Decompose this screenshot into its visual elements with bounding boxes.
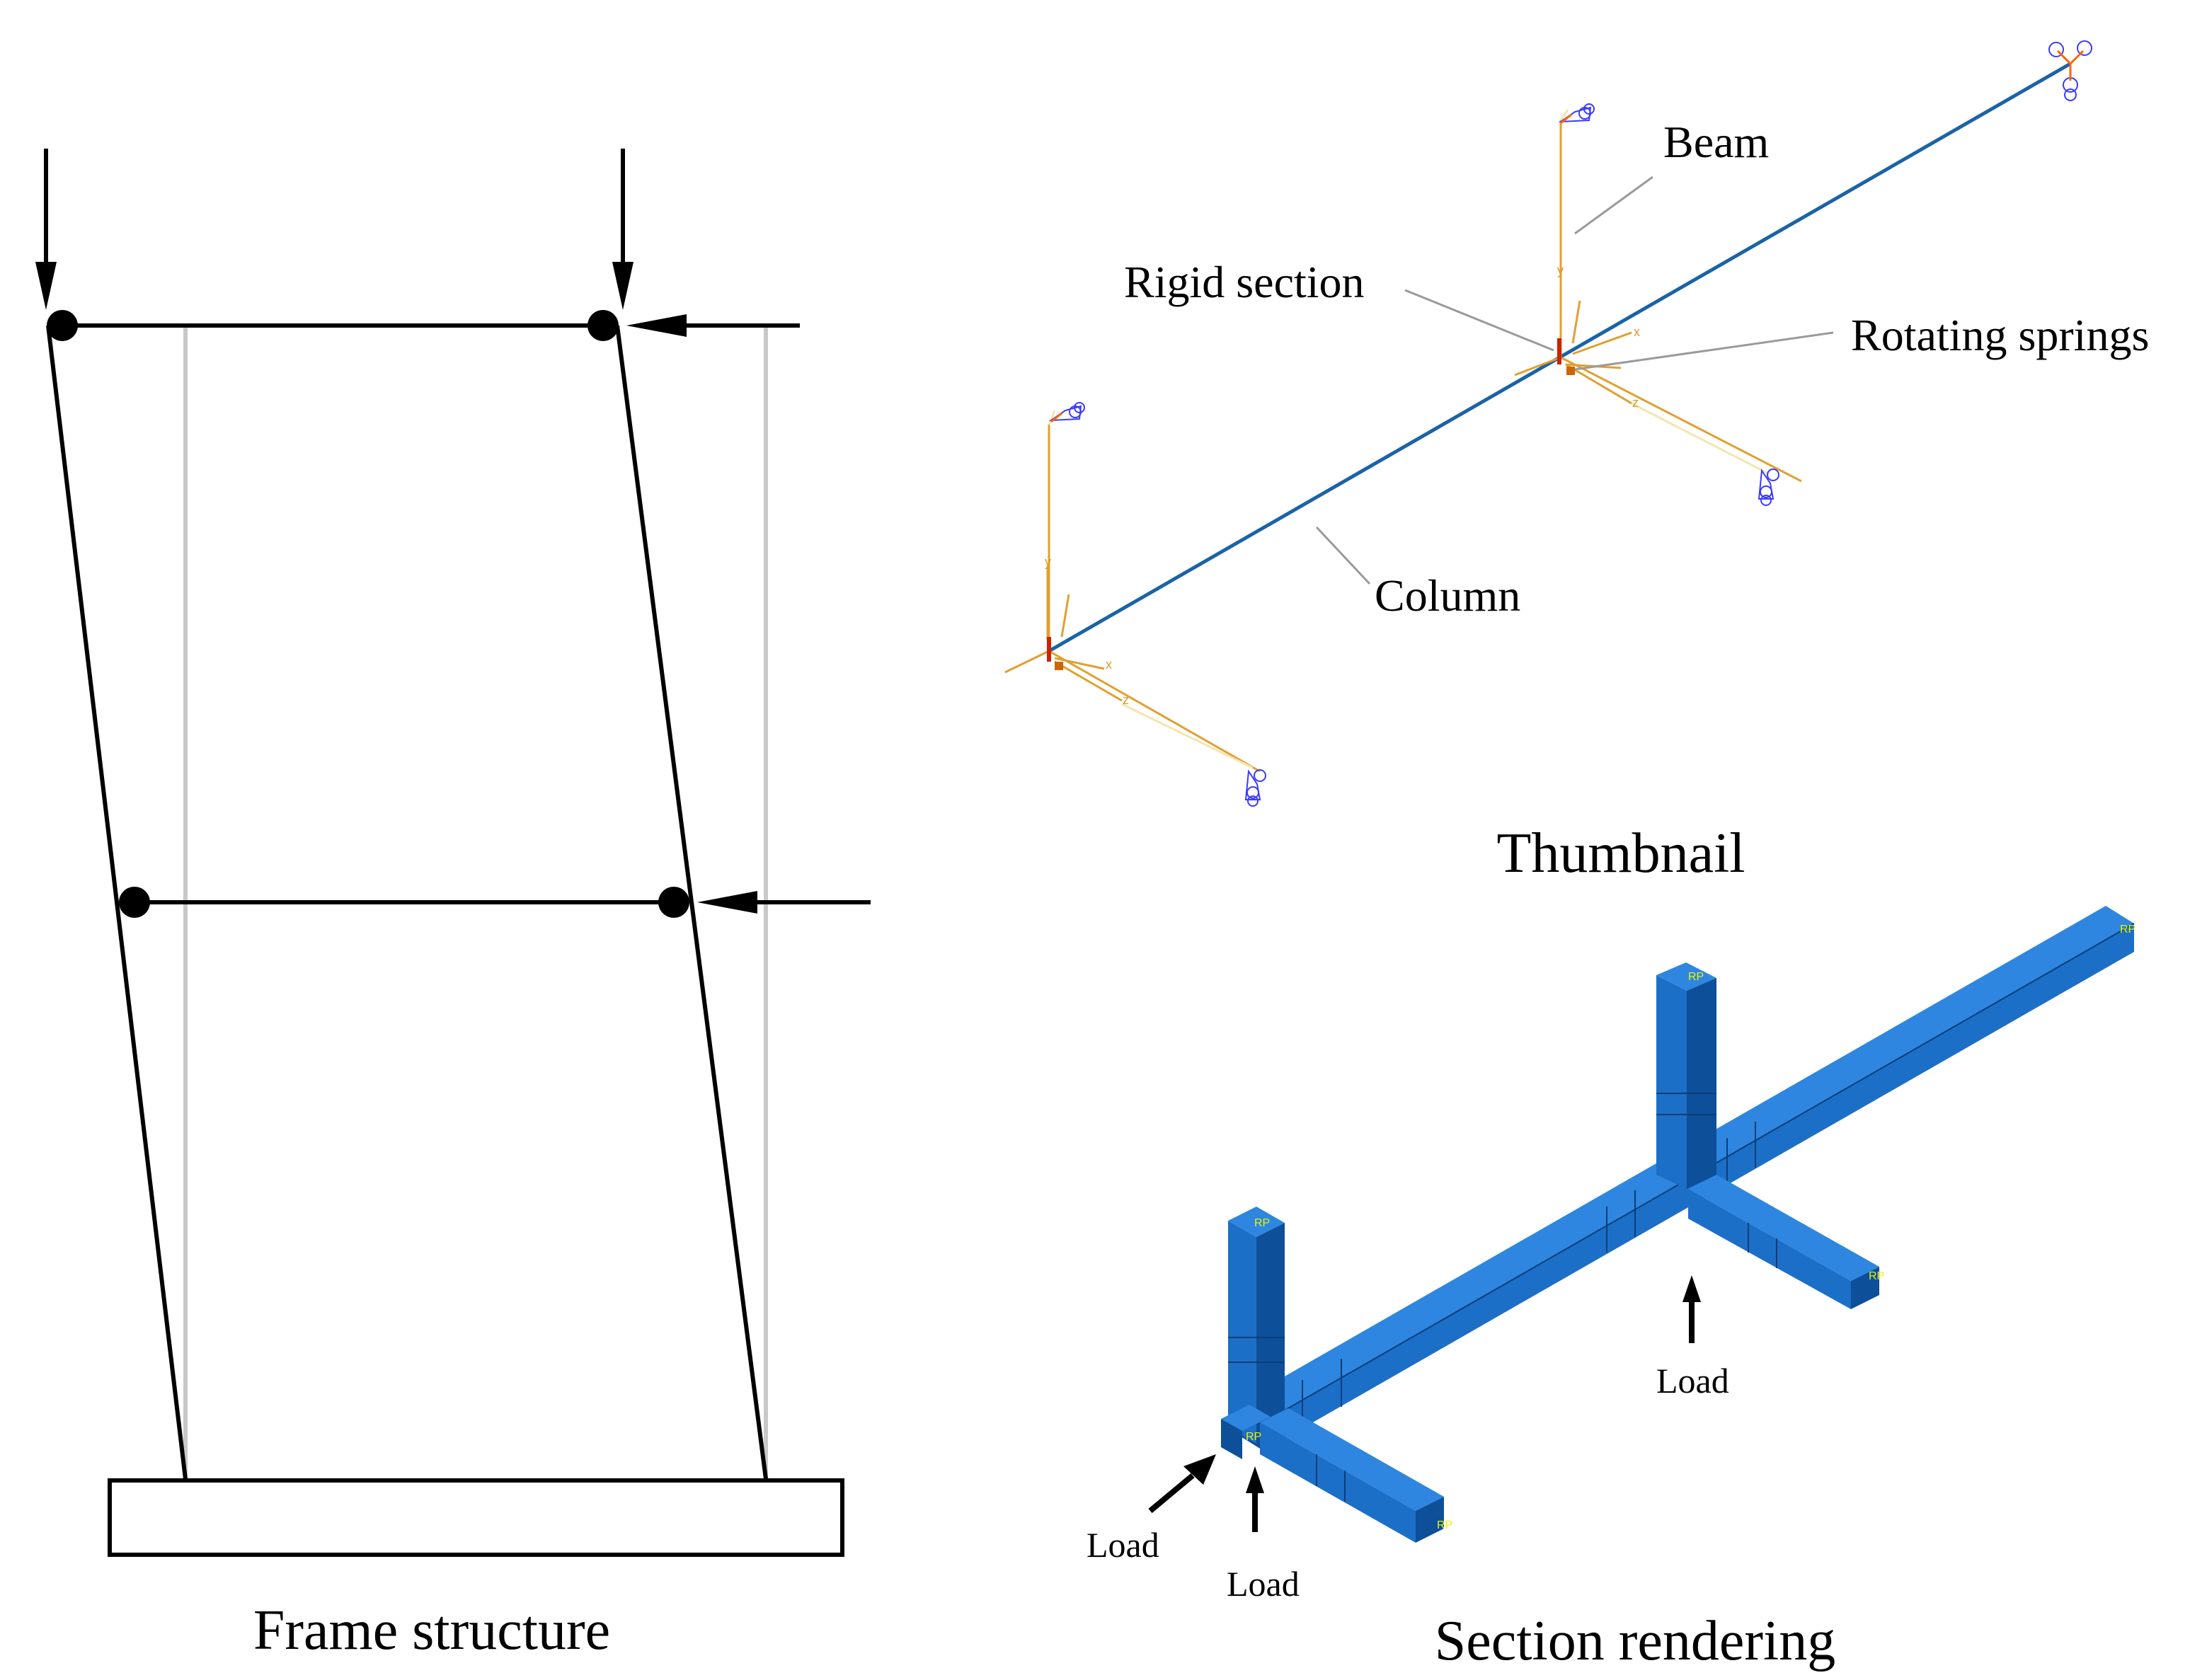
hinge-node-top-right — [587, 310, 619, 341]
short-beam-middle: RP — [1688, 1175, 1884, 1309]
load-arrow-diagonal — [1148, 1473, 1195, 1514]
spring-tether-lower-bottom — [1121, 703, 1254, 769]
thumbnail-caption: Thumbnail — [1496, 822, 1745, 885]
csys-joint-middle — [1514, 109, 1802, 483]
column-leader-line — [1315, 526, 1371, 585]
node-tag-column-end: RP — [2120, 924, 2135, 936]
axis-letter-middle-x: x — [1634, 325, 1640, 339]
foundation-base — [108, 1478, 844, 1557]
frame-structure-diagram: Frame structure — [35, 149, 871, 1662]
rigid-section-label: Rigid section — [1124, 257, 1365, 307]
spring-tether-middle-right — [1631, 402, 1770, 476]
spring-tether-middle-top — [1559, 109, 1569, 121]
upright-post-left: RP — [1228, 1207, 1285, 1444]
node-tag-middle-post: RP — [1688, 971, 1704, 983]
csys-joint-lower — [1004, 410, 1261, 773]
node-tag-left-post: RP — [1254, 1217, 1270, 1229]
short-beam-left: RP — [1260, 1408, 1452, 1543]
beam-leader-line — [1574, 176, 1653, 235]
load-arrowhead-vertical-left — [1246, 1466, 1264, 1493]
axis-letter-lower-x: x — [1106, 657, 1112, 672]
load-label-vertical-middle: Load — [1656, 1361, 1729, 1400]
spring-tether-lower-top — [1048, 410, 1056, 425]
boundary-spring-icon-lower-bottom — [1244, 769, 1266, 807]
boundary-spring-icon-top-end — [2048, 40, 2092, 101]
load-label-vertical-left: Load — [1227, 1564, 1300, 1604]
boundary-spring-icon-lower-top — [1048, 402, 1085, 423]
vertical-load-arrowhead-left — [35, 262, 57, 310]
rotating-springs-leader-line — [1574, 331, 1834, 371]
rigid-section-leader-line — [1404, 289, 1554, 352]
boundary-spring-icon-middle-top — [1558, 103, 1595, 125]
rotating-springs-label: Rotating springs — [1851, 310, 2149, 360]
axis-letter-lower-z: z — [1123, 693, 1129, 707]
frame-structure-caption: Frame structure — [253, 1599, 610, 1662]
column-label: Column — [1375, 570, 1520, 621]
hinge-node-mid-right — [658, 887, 689, 918]
node-tag-left-joint: RP — [1246, 1431, 1261, 1443]
spring-node-middle — [1566, 367, 1575, 375]
vertical-load-arrowhead-right — [612, 262, 634, 310]
right-column — [615, 325, 768, 1480]
left-column — [46, 325, 188, 1480]
beam-label: Beam — [1663, 117, 1769, 167]
load-arrowhead-diagonal — [1183, 1454, 1216, 1485]
thumbnail-diagram: y x z y x z — [1004, 40, 2149, 885]
axis-letter-middle-z: z — [1632, 396, 1639, 410]
spring-node-lower — [1055, 662, 1063, 670]
section-rendering-diagram: RP RP RP RP — [1087, 906, 2135, 1672]
node-tag-middle-beam-end: RP — [1869, 1270, 1884, 1282]
axis-letter-lower-y: y — [1045, 555, 1051, 569]
load-label-diagonal: Load — [1087, 1525, 1159, 1565]
upright-post-middle: RP — [1656, 962, 1716, 1189]
hinge-node-top-left — [47, 310, 78, 341]
horizontal-load-arrowhead-top — [626, 314, 687, 337]
node-tag-left-beam-end: RP — [1437, 1519, 1452, 1531]
hinge-node-mid-left — [119, 887, 150, 918]
horizontal-load-arrowhead-middle — [697, 891, 757, 914]
section-rendering-caption: Section rendering — [1435, 1610, 1835, 1672]
axis-letter-middle-y: y — [1557, 263, 1564, 277]
load-arrowhead-vertical-middle — [1682, 1275, 1701, 1302]
boundary-spring-icon-middle-right — [1758, 468, 1779, 506]
joint-block-left: RP — [1221, 1405, 1271, 1459]
